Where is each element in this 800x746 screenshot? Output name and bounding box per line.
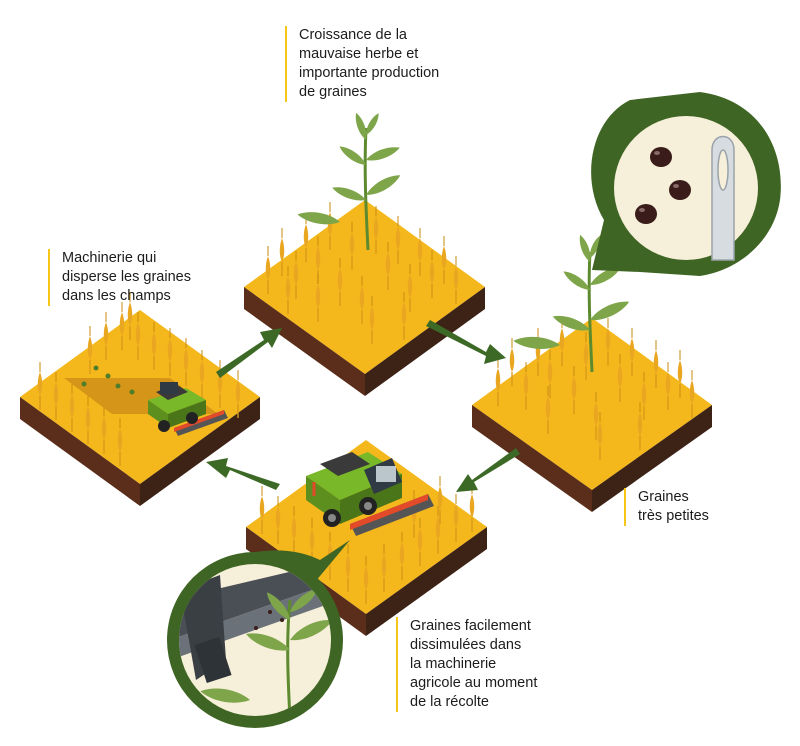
seed-icons: [635, 147, 691, 224]
field-tile-dispersal: [20, 291, 260, 506]
machinery-zoom-bubble: [167, 540, 350, 728]
combine-harvester-small: [148, 382, 228, 436]
weed-plant-growth: [296, 111, 403, 251]
needle-icon: [711, 135, 735, 261]
arrow-left-to-top: [216, 328, 282, 378]
combine-harvester-large: [306, 452, 434, 536]
label-seeds-hidden-machinery: Graines facilement dissimulées dans la m…: [396, 617, 537, 712]
arrow-top-to-right: [426, 320, 506, 364]
arrow-right-to-bottom: [456, 448, 520, 492]
label-machinery-disperse: Machinerie qui disperse les graines dans…: [48, 249, 191, 306]
scattered-seedlings: [81, 365, 135, 395]
seed-zoom-bubble: [591, 92, 781, 276]
arrow-bottom-to-left: [206, 458, 280, 490]
label-tiny-seeds: Graines très petites: [624, 488, 709, 526]
field-tile-seeds: [472, 233, 712, 512]
cycle-arrows: [206, 320, 520, 492]
field-tile-growth: [244, 111, 485, 396]
label-weed-growth: Croissance de la mauvaise herbe et impor…: [285, 26, 439, 102]
weed-plant-seeds: [512, 233, 632, 373]
